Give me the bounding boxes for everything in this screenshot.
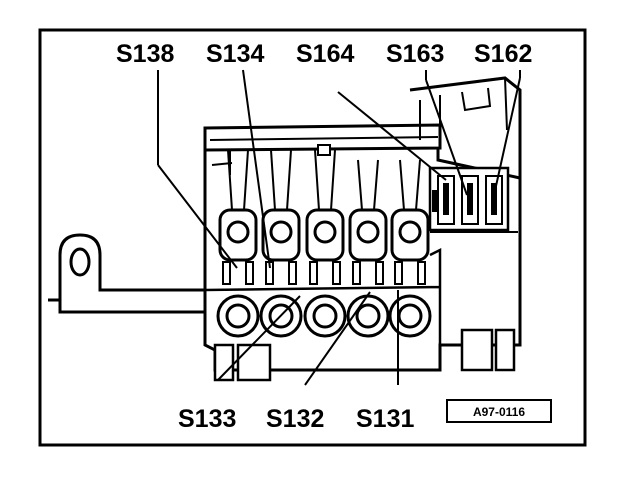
label-s134: S134 [206, 40, 264, 68]
figure-code-box: A97-0116 [446, 399, 552, 423]
mini-fuse-block [428, 166, 510, 232]
figure-code: A97-0116 [473, 405, 525, 419]
label-s138: S138 [116, 40, 174, 68]
label-s132: S132 [266, 405, 324, 433]
leader-lines [157, 69, 521, 386]
mounting-bracket [48, 233, 207, 314]
leader-s134 [242, 69, 271, 269]
label-s163: S163 [386, 40, 444, 68]
fuse-holder-drawing [48, 76, 522, 382]
label-s131: S131 [356, 405, 414, 433]
leader-s164 [337, 91, 447, 181]
leader-s133 [217, 295, 301, 381]
main-fuse-strips [216, 149, 432, 338]
leader-s132 [304, 291, 371, 386]
label-s164: S164 [296, 40, 354, 68]
label-s162: S162 [474, 40, 532, 68]
label-s133: S133 [178, 405, 236, 433]
